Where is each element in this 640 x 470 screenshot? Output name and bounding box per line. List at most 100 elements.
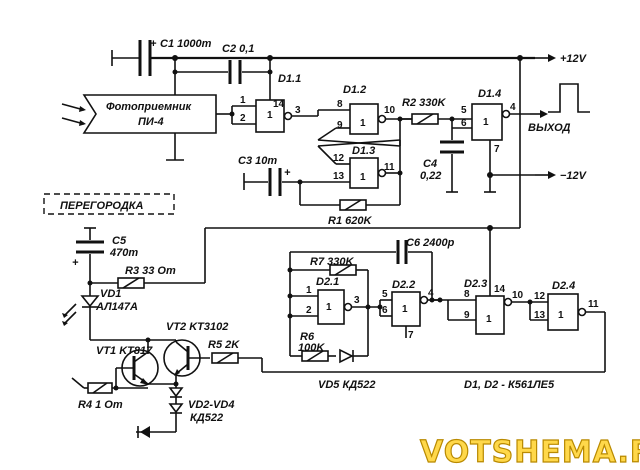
gate-d2-3 (429, 295, 530, 335)
resistor-r4 (71, 368, 148, 394)
d1-1-mark: 1 (267, 110, 273, 121)
d1-2-label: D1.2 (343, 84, 366, 96)
d1-3-pin12: 12 (333, 153, 345, 164)
d2-4-pin13: 13 (534, 310, 546, 321)
resistor-r7 (290, 264, 369, 306)
d2-4-pin11: 11 (588, 299, 599, 310)
d1-4-label: D1.4 (478, 88, 501, 100)
vd2-vd4-name: VD2-VD4 (188, 399, 234, 411)
d2-1-mark: 1 (326, 302, 332, 313)
d1-3-label: D1.3 (352, 145, 375, 157)
partition-label: ПЕРЕГОРОДКА (60, 200, 144, 212)
output-pulse-symbol (530, 83, 590, 118)
d2-3-pin8: 8 (464, 289, 470, 300)
diodes-vd2-vd4 (136, 381, 184, 438)
r6-name: R6 (300, 331, 315, 343)
vplus-label: +12V (560, 53, 588, 65)
d2-4-mark: 1 (558, 310, 564, 321)
r5-label: R5 2K (208, 339, 240, 351)
c4-name: C4 (423, 158, 437, 170)
c1-label: C1 1000m (160, 38, 212, 50)
d1-1-pin14: 14 (273, 99, 285, 110)
vd5-label: VD5 КД522 (318, 379, 376, 391)
d2-2-pin5: 5 (382, 289, 388, 300)
d1-2-mark: 1 (360, 118, 366, 129)
led-vd1 (62, 295, 100, 326)
r2-label: R2 330K (402, 97, 446, 109)
d2-4-label: D2.4 (552, 280, 575, 292)
vminus-label: −12V (560, 170, 588, 182)
resistor-r6 (290, 350, 336, 362)
d1-3-pin11: 11 (384, 162, 395, 173)
photoreceiver-block (61, 94, 232, 161)
capacitor-c2 (172, 60, 273, 84)
d2-3-label: D2.3 (464, 278, 487, 290)
gate-d2-4 (527, 293, 605, 331)
c3-plus: + (284, 167, 291, 179)
gate-d1-3 (299, 116, 403, 205)
capacitor-c3 (243, 168, 303, 196)
d1-4-pin7: 7 (494, 144, 500, 155)
r7-label: R7 330K (310, 256, 354, 268)
c5-plus: + (72, 257, 79, 269)
partition-box (43, 193, 175, 215)
c6-label: C6 2400p (406, 237, 455, 249)
d2-3-mark: 1 (486, 314, 492, 325)
vt2-label: VT2 KT3102 (166, 321, 228, 333)
photoreceiver-line1: Фотоприемник (106, 101, 192, 113)
gate-d1-2 (317, 103, 420, 135)
d1-1-label: D1.1 (278, 73, 301, 85)
d2-3-pin9: 9 (464, 310, 470, 321)
c5-value: 470m (109, 247, 138, 259)
r3-label: R3 33 Om (125, 265, 176, 277)
d1-3-pin13: 13 (333, 171, 345, 182)
d1-4-pin4: 4 (510, 102, 516, 113)
d2-2-pin7: 7 (408, 330, 414, 341)
d2-1-label: D2.1 (316, 276, 339, 288)
ic-types-note: D1, D2 - К561ЛЕ5 (464, 379, 555, 391)
transistor-vt2 (148, 339, 210, 384)
d2-2-mark: 1 (402, 304, 408, 315)
vd1-type: АЛ147А (95, 301, 138, 313)
d1-4-pin6: 6 (461, 118, 467, 129)
c5-name: C5 (112, 235, 127, 247)
gate-d1-4 (471, 103, 530, 193)
d2-3-pin14: 14 (494, 284, 506, 295)
r4-label: R4 1 Om (78, 399, 123, 411)
resistor-r2 (400, 113, 472, 125)
resistor-r3 (87, 277, 205, 289)
resistor-r1 (300, 199, 400, 211)
c4-value: 0,22 (420, 170, 441, 182)
vd1-name: VD1 (100, 288, 121, 300)
gate-d2-2 (377, 291, 440, 338)
vt1-label: VT1 KT817 (96, 345, 153, 357)
capacitor-c4 (440, 116, 472, 193)
c3-label: C3 10m (238, 155, 277, 167)
d2-1-pin1: 1 (306, 285, 312, 296)
d1-4-mark: 1 (483, 117, 489, 128)
d2-4-pin12: 12 (534, 291, 546, 302)
d2-1-pin2: 2 (306, 305, 312, 316)
gate-d2-1 (287, 252, 380, 356)
d1-1-pin2: 2 (240, 113, 246, 124)
watermark-logo: VOTSHEMA.RU (420, 435, 640, 470)
transistor-vt1 (90, 337, 176, 387)
c1-plus: + (150, 38, 157, 50)
d1-1-pin1: 1 (240, 95, 246, 106)
photoreceiver-line2: ПИ-4 (138, 116, 164, 128)
power-rails (150, 54, 556, 297)
d2-2-pin6: 6 (382, 305, 388, 316)
resistor-r5 (211, 312, 606, 373)
d1-4-pin5: 5 (461, 105, 467, 116)
d1-3-mark: 1 (360, 172, 366, 183)
vd2-vd4-type: КД522 (190, 412, 223, 424)
gate-d1-1 (229, 99, 318, 133)
d2-2-label: D2.2 (392, 279, 415, 291)
d1-1-pin3: 3 (295, 105, 301, 116)
diode-vd5 (339, 307, 369, 364)
r1-label: R1 620K (328, 215, 372, 227)
capacitor-c6 (290, 240, 433, 300)
d1-2-pin10: 10 (384, 105, 396, 116)
